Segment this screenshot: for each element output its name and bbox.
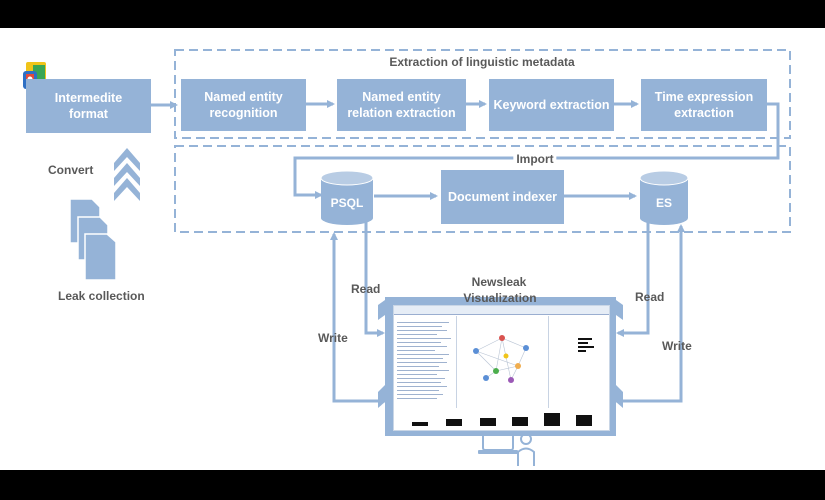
screenshot-timeline-bar [512, 417, 528, 426]
import-label: Import [513, 152, 557, 166]
chevron-up-icon [114, 148, 140, 201]
screenshot-timeline-bar [480, 418, 496, 426]
document-indexer-box: Document indexer [441, 170, 564, 224]
write-right-label: Write [662, 339, 692, 353]
psql-label: PSQL [330, 196, 364, 210]
screenshot-document-list [394, 316, 457, 408]
ner-box: Named entity recognition [181, 79, 306, 131]
screenshot-timeline-bar [544, 413, 560, 426]
read-left-label: Read [351, 282, 381, 296]
screenshot-header [394, 306, 609, 315]
keyword-label: Keyword extraction [493, 98, 610, 112]
bottom-letterbox [0, 470, 825, 500]
screenshot-timeline-bar [576, 415, 592, 426]
leak-collection-label: Leak collection [58, 289, 145, 303]
arrow-write-right [612, 224, 685, 403]
extraction-group-border [174, 49, 791, 139]
read-right-label: Read [635, 290, 665, 304]
intermediate-format-box: Intermedite format [26, 79, 151, 133]
screenshot-timeline-bar [446, 419, 462, 426]
indexing-group-border [174, 145, 791, 233]
time-expression-label: Time expression extraction [654, 90, 754, 120]
keyword-box: Keyword extraction [489, 79, 614, 131]
ner-label: Named entity recognition [204, 90, 283, 120]
nere-box: Named entity relation extraction [337, 79, 466, 131]
newsleak-label: Newsleak [471, 275, 527, 289]
arrow-read-left [364, 222, 385, 337]
arrow-read-right [616, 222, 650, 337]
visualization-screenshot [393, 305, 610, 431]
time-expression-box: Time expression extraction [641, 79, 767, 131]
top-letterbox [0, 0, 825, 28]
intermediate-format-label: Intermedite format [54, 91, 123, 121]
screenshot-entity-panel [548, 316, 608, 408]
es-cylinder [639, 170, 689, 225]
arrow-write-left [330, 232, 385, 403]
screenshot-graph-panel [456, 316, 549, 408]
screenshot-timeline-bar [412, 422, 428, 426]
es-label: ES [655, 196, 673, 210]
nere-label: Named entity relation extraction [347, 90, 456, 120]
document-indexer-label: Document indexer [447, 190, 558, 204]
convert-label: Convert [48, 163, 94, 177]
psql-cylinder [320, 170, 374, 225]
document-stack-icon [69, 198, 117, 281]
visualization-label: Visualization [463, 291, 537, 305]
write-left-label: Write [318, 331, 348, 345]
group-title: Extraction of linguistic metadata [389, 55, 575, 69]
